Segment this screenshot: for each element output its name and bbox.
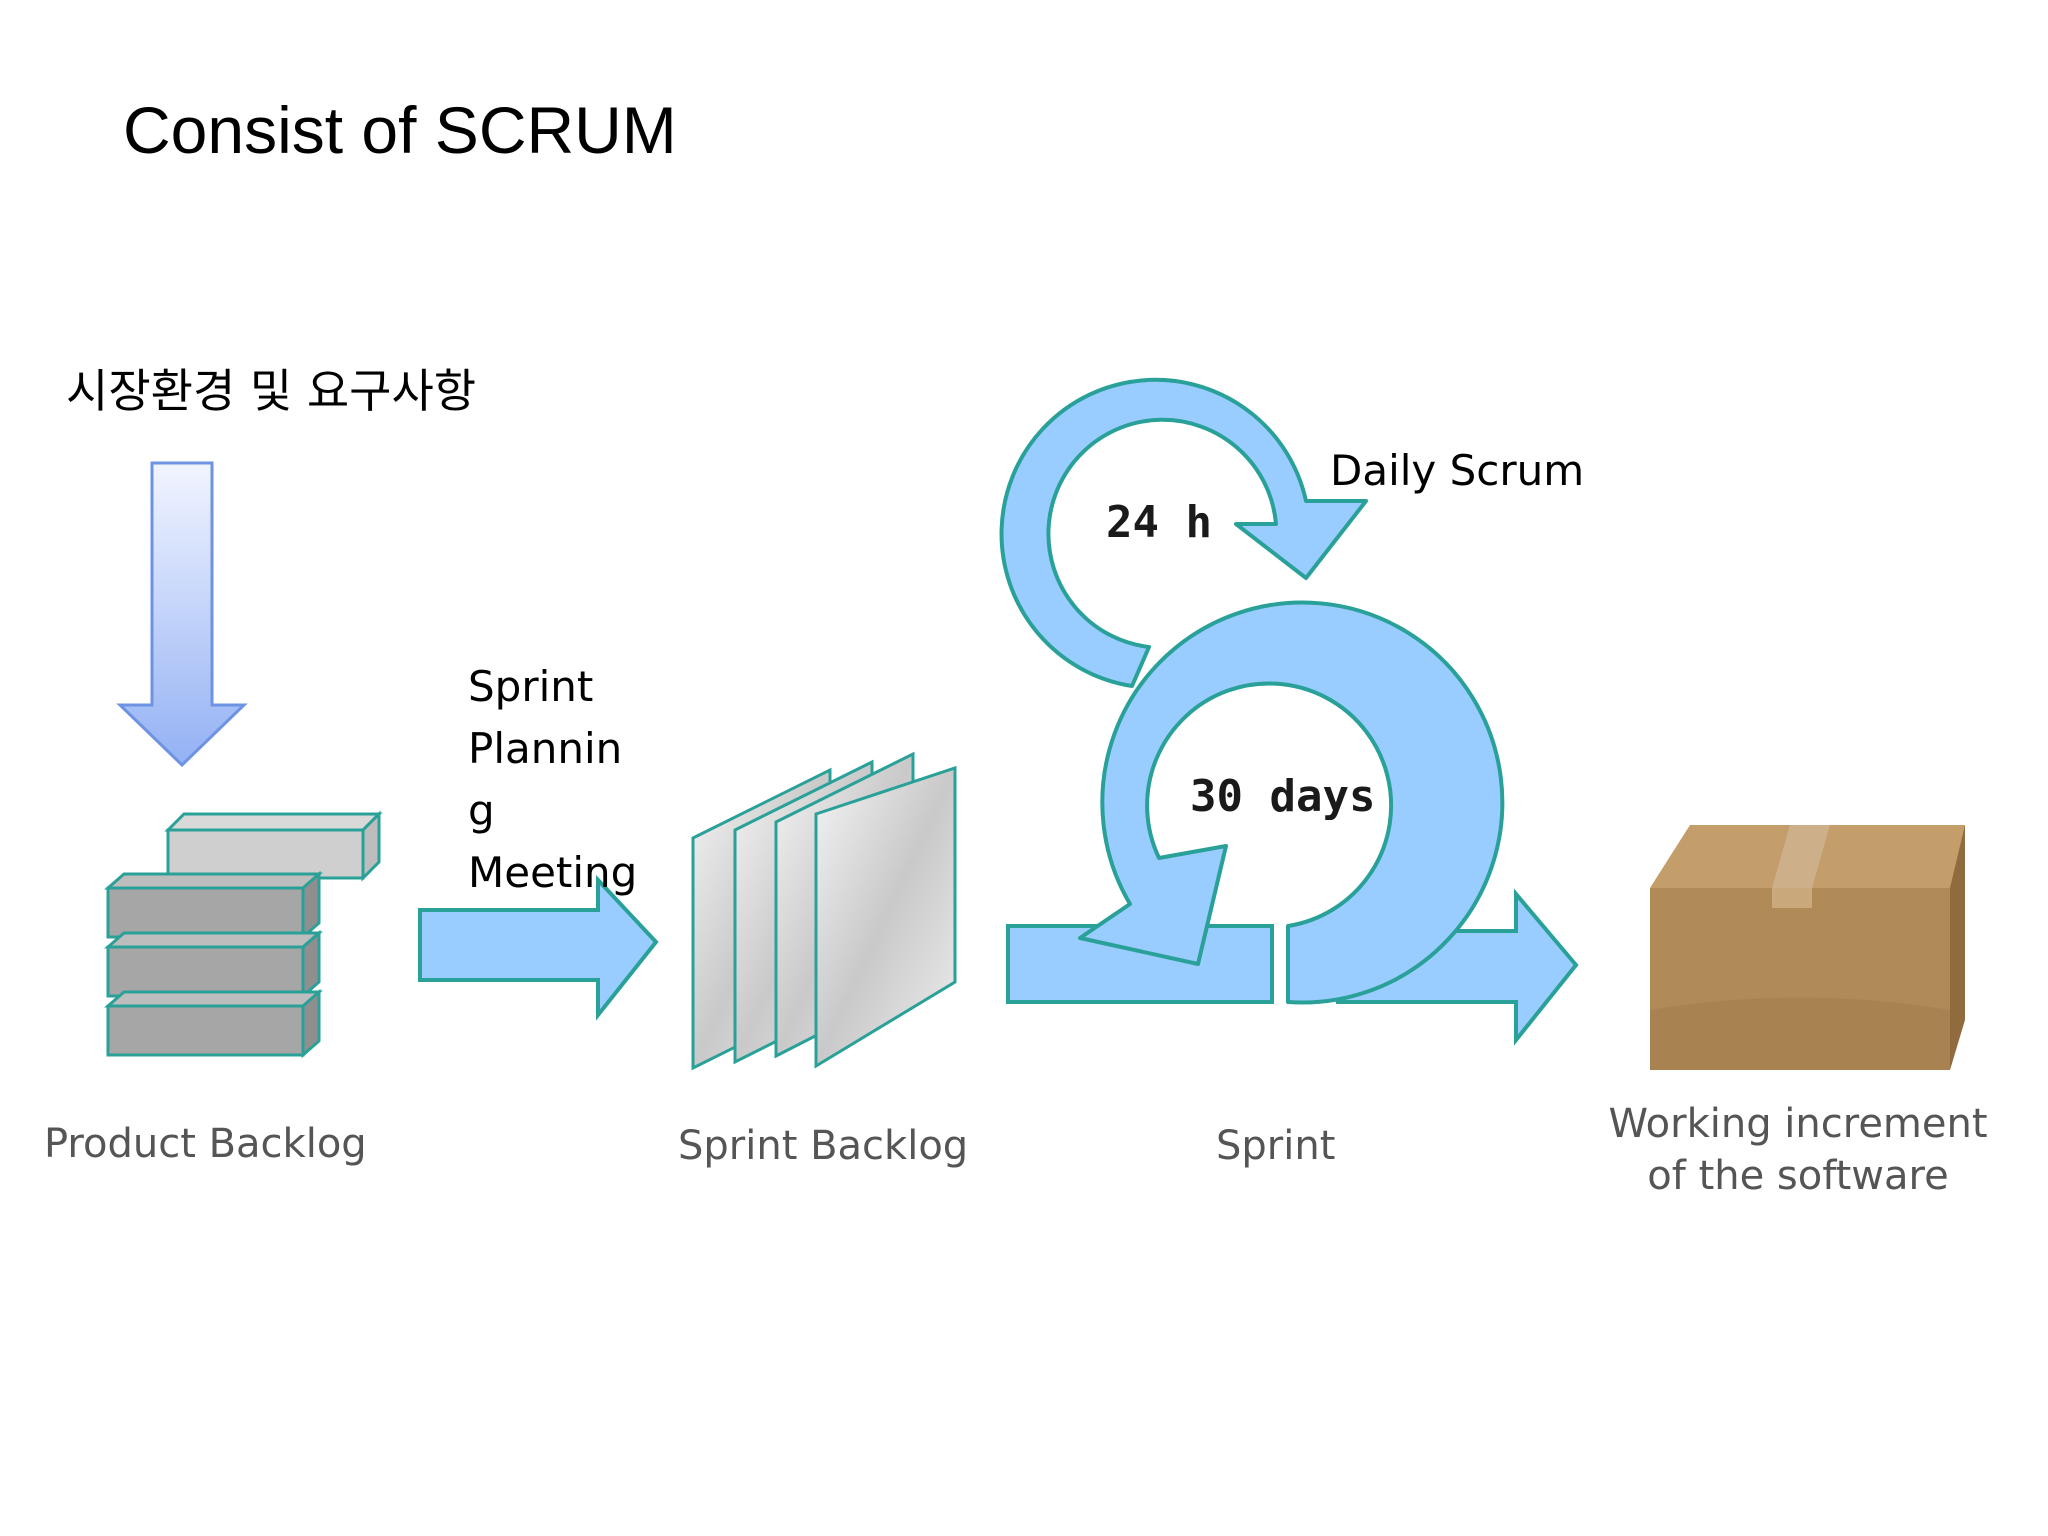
sprint-planning-label-line: Meeting [468,848,638,897]
sprint-cycle-label: 30 days [1190,771,1375,822]
daily-cycle-label: 24 h [1106,497,1212,548]
slide-title: Consist of SCRUM [123,93,677,167]
sprint-caption: Sprint [1216,1123,1336,1169]
sprint-loop-arrow [1078,600,1505,1005]
sprint-backlog-icon [691,751,957,1071]
sprint-planning-label-line: g [468,786,495,835]
working-increment-caption: Working increment of the software [1588,1098,2008,1202]
sprint-planning-label-line: Sprint [468,662,594,711]
working-increment-box-icon [1650,825,1965,1070]
sprint-backlog-caption: Sprint Backlog [678,1123,969,1169]
daily-scrum-label: Daily Scrum [1330,446,1585,495]
daily-scrum-loop-arrow [999,377,1368,688]
product-backlog-caption: Product Backlog [44,1121,367,1167]
sprint-planning-label: Sprint Plannin g Meeting [468,656,637,904]
sprint-planning-arrow [418,874,659,1021]
requirements-label: 시장환경 및 요구사항 [66,364,477,418]
working-increment-caption-line: of the software [1647,1153,1949,1199]
product-backlog-icon [104,810,383,1059]
working-increment-caption-line: Working increment [1608,1101,1988,1147]
sprint-planning-label-line: Plannin [468,724,623,773]
requirements-down-arrow [116,461,248,768]
